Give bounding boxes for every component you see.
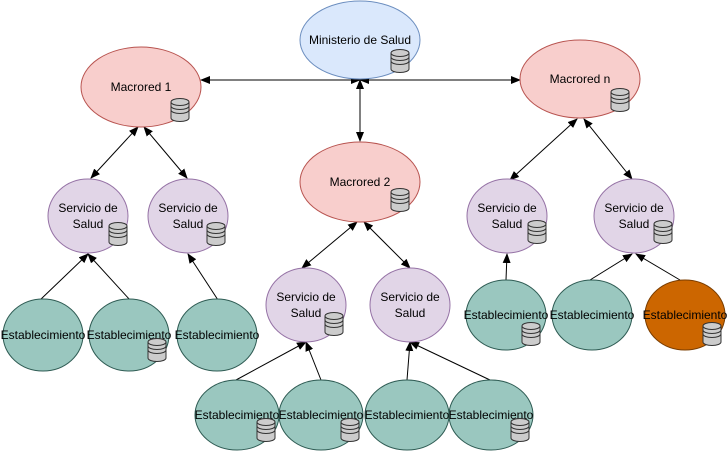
database-icon xyxy=(527,220,547,244)
node-label: Establecimiento xyxy=(87,328,172,342)
database-icon xyxy=(390,49,410,73)
edge-estab-2b-2-to-servicio-2b xyxy=(409,341,491,381)
database-icon xyxy=(340,418,360,442)
database-icon xyxy=(521,322,541,346)
node-label: Macrored 2 xyxy=(330,175,391,189)
edge-macrored-2-to-servicio-2a xyxy=(301,221,358,269)
node-shape xyxy=(299,0,421,80)
node-servicio-nb[interactable]: Servicio de Salud xyxy=(593,178,675,254)
node-label: Establecimiento xyxy=(643,308,728,322)
edge-estab-2b-1-to-servicio-2b xyxy=(405,341,414,381)
node-servicio-1a[interactable]: Servicio de Salud xyxy=(47,178,129,254)
node-estab-nb-2[interactable]: Establecimiento xyxy=(643,279,728,351)
node-label: Establecimiento xyxy=(365,408,450,422)
edge-macrored-n-to-servicio-na xyxy=(509,118,578,181)
node-servicio-2a[interactable]: Servicio de Salud xyxy=(265,267,347,343)
database-icon xyxy=(324,312,344,336)
node-label: Servicio de xyxy=(158,201,218,215)
node-estab-2b-1[interactable]: Establecimiento xyxy=(364,379,450,451)
node-shape xyxy=(551,279,633,351)
node-label: Servicio de xyxy=(58,201,118,215)
database-icon xyxy=(510,418,530,442)
node-shape xyxy=(47,178,129,254)
database-icon xyxy=(653,220,673,244)
node-macrored-2[interactable]: Macrored 2 xyxy=(299,141,421,223)
node-estab-nb-1[interactable]: Establecimiento xyxy=(550,279,635,351)
node-estab-1a-1[interactable]: Establecimiento xyxy=(1,298,86,372)
node-servicio-na[interactable]: Servicio de Salud xyxy=(466,178,548,254)
node-label: Establecimiento xyxy=(1,328,86,342)
edge-estab-1a-1-to-servicio-1a xyxy=(39,253,89,301)
node-estab-2b-2[interactable]: Establecimiento xyxy=(448,379,534,451)
node-estab-2a-2[interactable]: Establecimiento xyxy=(278,379,364,451)
node-label: Macrored 1 xyxy=(111,80,172,94)
node-shape xyxy=(299,141,421,223)
edge-estab-na-1-to-servicio-na xyxy=(502,253,511,281)
node-estab-2a-1[interactable]: Establecimiento xyxy=(194,379,280,451)
node-servicio-2b[interactable]: Servicio de Salud xyxy=(369,267,451,343)
database-icon xyxy=(610,88,630,112)
node-label: Establecimiento xyxy=(449,408,534,422)
node-label: Establecimiento xyxy=(195,408,280,422)
node-shape xyxy=(2,298,84,372)
node-label: Establecimiento xyxy=(464,308,549,322)
database-icon xyxy=(170,98,190,122)
edge-estab-nb-2-to-servicio-nb xyxy=(635,253,681,281)
node-estab-1a-2[interactable]: Establecimiento xyxy=(87,298,172,372)
node-label: Salud xyxy=(291,306,322,320)
node-shape xyxy=(466,178,548,254)
database-icon xyxy=(108,222,128,246)
node-shape xyxy=(176,298,258,372)
node-label: Establecimiento xyxy=(550,308,635,322)
node-label: Ministerio de Salud xyxy=(309,33,411,47)
node-macrored-1[interactable]: Macrored 1 xyxy=(80,46,202,128)
edge-estab-1a-2-to-servicio-1a xyxy=(87,253,131,301)
edges-layer xyxy=(39,76,681,381)
node-label: Salud xyxy=(492,217,523,231)
edge-estab-2a-1-to-servicio-2a xyxy=(235,341,307,381)
edge-macrored-2-to-servicio-2b xyxy=(363,221,411,269)
node-label: Servicio de xyxy=(380,290,440,304)
node-shape xyxy=(369,267,451,343)
node-ministerio[interactable]: Ministerio de Salud xyxy=(299,0,421,80)
database-icon xyxy=(206,222,226,246)
node-label: Macrored n xyxy=(550,72,611,86)
node-label: Establecimiento xyxy=(175,328,260,342)
node-shape xyxy=(519,39,641,119)
node-label: Servicio de xyxy=(604,201,664,215)
node-label: Servicio de xyxy=(276,290,336,304)
node-estab-na-1[interactable]: Establecimiento xyxy=(464,279,549,351)
node-label: Salud xyxy=(73,217,104,231)
database-icon xyxy=(390,188,410,212)
node-servicio-1b[interactable]: Servicio de Salud xyxy=(147,178,229,254)
node-label: Salud xyxy=(619,217,650,231)
edge-macrored-n-to-servicio-nb xyxy=(583,118,633,180)
database-icon xyxy=(256,418,276,442)
node-label: Servicio de xyxy=(477,201,537,215)
edge-estab-1b-1-to-servicio-1b xyxy=(187,253,219,301)
edge-macrored-1-to-servicio-1b xyxy=(143,126,188,179)
node-label: Salud xyxy=(395,306,426,320)
edge-estab-nb-1-to-servicio-nb xyxy=(589,253,633,281)
edge-macrored-1-to-servicio-1a xyxy=(90,126,139,179)
database-icon xyxy=(702,322,722,346)
node-macrored-n[interactable]: Macrored n xyxy=(519,39,641,119)
node-label: Salud xyxy=(173,217,204,231)
database-icon xyxy=(147,338,167,362)
edge-estab-2a-2-to-servicio-2a xyxy=(305,341,322,381)
node-estab-1b-1[interactable]: Establecimiento xyxy=(175,298,260,372)
node-label: Establecimiento xyxy=(279,408,364,422)
